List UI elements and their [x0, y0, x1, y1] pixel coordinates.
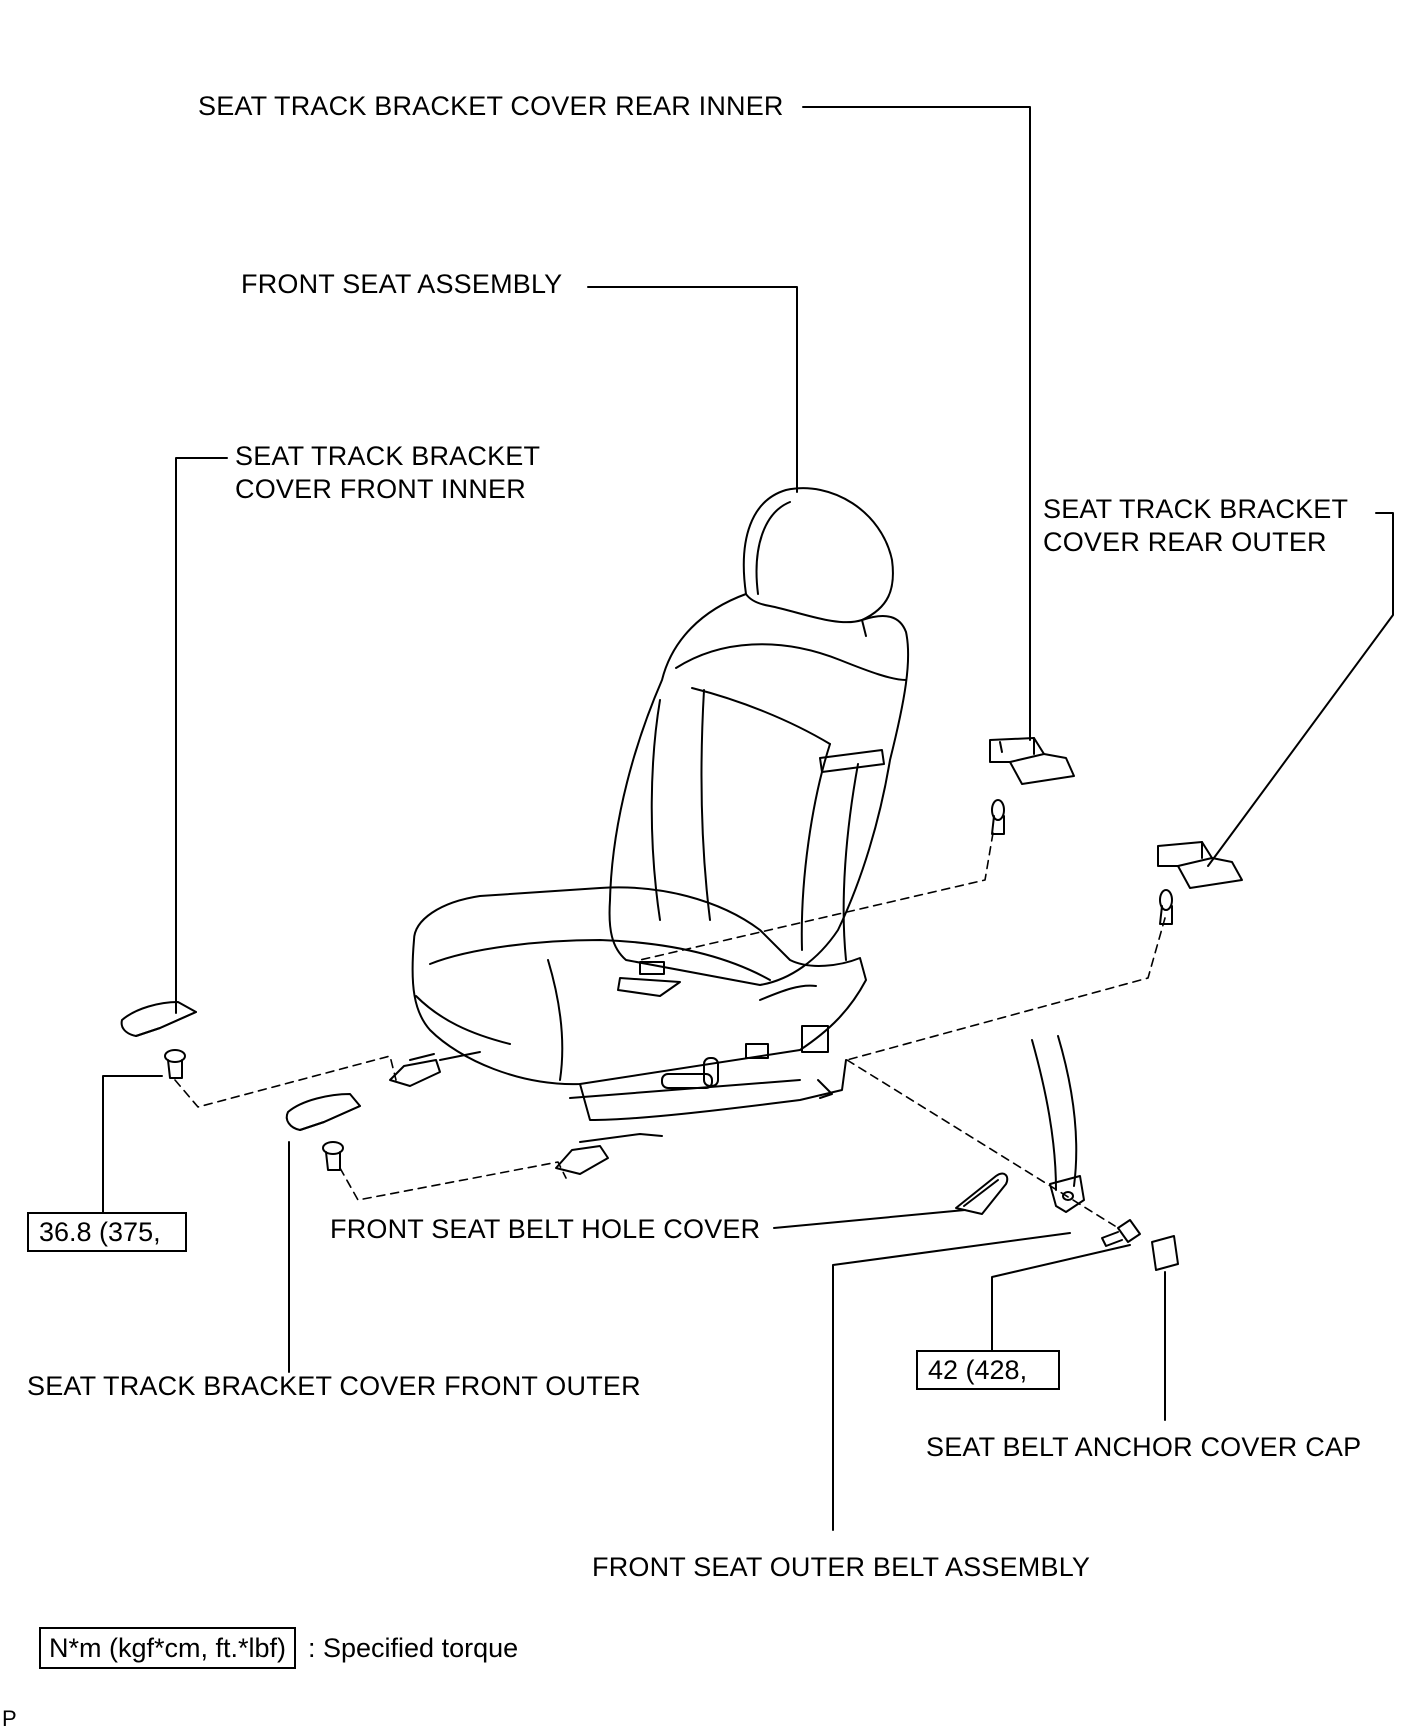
bolt-front-inner-drawing [164, 1049, 186, 1079]
belt-hole-cover-drawing [955, 1172, 1009, 1215]
label-rear-inner: SEAT TRACK BRACKET COVER REAR INNER [198, 91, 784, 121]
legend-torque-units: N*m (kgf*cm, ft.*lbf) [39, 1627, 297, 1669]
label-belt-hole-cover: FRONT SEAT BELT HOLE COVER [330, 1214, 761, 1244]
label-front-outer: SEAT TRACK BRACKET COVER FRONT OUTER [27, 1371, 641, 1401]
dashed-guides [174, 832, 1166, 1227]
switch-panel-drawing [661, 984, 829, 1089]
outer-belt-drawing [1031, 1035, 1085, 1213]
torque-box-anchor-bolt: 42 (428, [916, 1350, 1060, 1390]
anchor-bolt-drawing [1101, 1219, 1141, 1247]
torque-box-seat-bolt: 36.8 (375, [27, 1212, 187, 1252]
bolt-rear-inner-drawing [991, 799, 1005, 835]
label-anchor-cover-cap: SEAT BELT ANCHOR COVER CAP [926, 1432, 1362, 1462]
cushion-drawing [411, 886, 867, 1121]
seatback-drawing [608, 593, 910, 986]
label-outer-belt-assembly: FRONT SEAT OUTER BELT ASSEMBLY [592, 1552, 1091, 1582]
cover-rear-outer-drawing [1157, 841, 1243, 889]
cover-front-inner-drawing [120, 1001, 197, 1037]
label-rear-outer-line2: COVER REAR OUTER [1043, 527, 1327, 557]
cover-rear-inner-drawing [989, 737, 1075, 785]
label-front-inner-line1: SEAT TRACK BRACKET [235, 441, 541, 471]
label-front-inner-line2: COVER FRONT INNER [235, 474, 526, 504]
cover-front-outer-drawing [285, 1093, 361, 1131]
headrest-drawing [742, 487, 894, 637]
corner-mark: P [2, 1706, 17, 1731]
leader-lines [102, 106, 1394, 1531]
label-front-seat-assembly: FRONT SEAT ASSEMBLY [241, 269, 563, 299]
bolt-front-outer-drawing [322, 1141, 344, 1171]
bolt-rear-outer-drawing [1159, 889, 1173, 925]
anchor-cover-cap-drawing [1151, 1235, 1179, 1271]
legend-specified-torque: : Specified torque [308, 1633, 519, 1663]
label-rear-outer-line1: SEAT TRACK BRACKET [1043, 494, 1349, 524]
seat-tracks-drawing [389, 1051, 833, 1175]
